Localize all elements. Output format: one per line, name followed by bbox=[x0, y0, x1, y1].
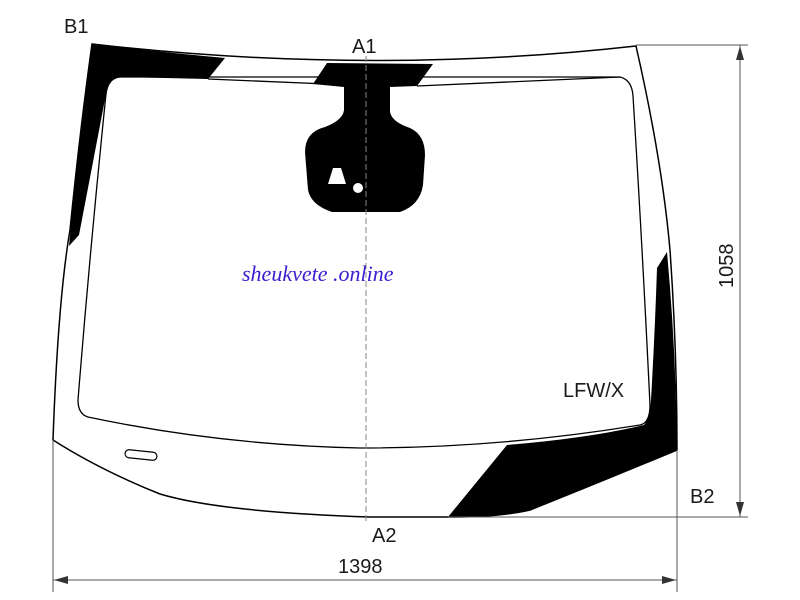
height-dimension-value: 1058 bbox=[716, 244, 738, 289]
frit-left bbox=[69, 44, 225, 246]
sensor-circle-icon bbox=[353, 183, 363, 193]
band-inner-edge bbox=[207, 76, 621, 87]
width-dimension-value: 1398 bbox=[338, 556, 383, 578]
label-a1: A1 bbox=[352, 36, 376, 58]
sensor-triangle-icon bbox=[328, 168, 346, 184]
label-a2: A2 bbox=[372, 525, 396, 547]
bottom-slot bbox=[124, 449, 158, 461]
width-dimension bbox=[52, 440, 678, 592]
model-code: LFW/X bbox=[563, 380, 624, 402]
height-dimension bbox=[448, 44, 748, 518]
frit-right bbox=[448, 252, 677, 517]
label-b1: B1 bbox=[64, 16, 88, 38]
glass-inner-outline bbox=[77, 76, 651, 449]
watermark: sheukvete .online bbox=[242, 261, 394, 286]
label-b2: B2 bbox=[690, 486, 714, 508]
